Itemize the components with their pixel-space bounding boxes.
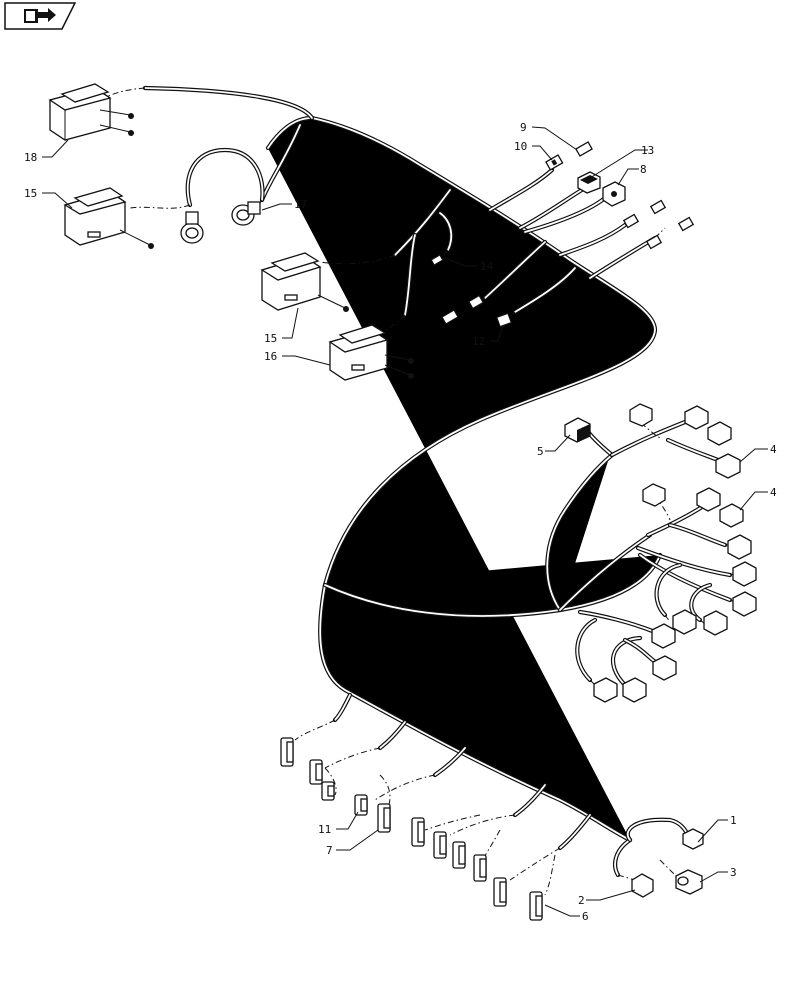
control-module-15-upper bbox=[63, 187, 154, 249]
rail-connector bbox=[452, 841, 466, 869]
callout-4-upper: 4 bbox=[770, 443, 777, 456]
connector-left-pair bbox=[441, 294, 485, 325]
box-connectors-4-upper bbox=[629, 403, 741, 479]
rail-connector bbox=[493, 877, 507, 907]
callout-14: 14 bbox=[480, 260, 494, 273]
page-return-icon bbox=[4, 2, 77, 30]
leader-lines bbox=[42, 126, 768, 917]
callout-15-lower: 15 bbox=[264, 332, 277, 345]
round-connectors-17 bbox=[180, 201, 261, 244]
control-module-16 bbox=[328, 324, 414, 381]
rail-connector bbox=[473, 854, 487, 882]
callout-2: 2 bbox=[578, 894, 585, 907]
callout-10: 10 bbox=[514, 140, 527, 153]
trunk-draw bbox=[142, 85, 733, 878]
connector-12 bbox=[495, 312, 513, 328]
rail-connector bbox=[309, 759, 323, 785]
callout-4-lower: 4 bbox=[770, 486, 777, 499]
connector-8 bbox=[602, 181, 626, 207]
callout-15-upper: 15 bbox=[24, 187, 37, 200]
rail-connector bbox=[321, 781, 335, 801]
callout-3: 3 bbox=[730, 866, 737, 879]
callout-12: 12 bbox=[472, 335, 485, 348]
callout-labels: 9 10 13 8 18 15 17 14 15 16 12 5 4 4 1 3… bbox=[24, 121, 777, 923]
callout-11: 11 bbox=[318, 823, 331, 836]
page-nav-button[interactable] bbox=[4, 2, 77, 30]
callout-13: 13 bbox=[641, 144, 654, 157]
rail-connectors bbox=[280, 737, 543, 921]
connector-13 bbox=[577, 171, 601, 194]
callout-1: 1 bbox=[730, 814, 737, 827]
callout-6: 6 bbox=[582, 910, 589, 923]
rail-connector bbox=[280, 737, 294, 767]
control-module-18 bbox=[48, 83, 134, 141]
callout-18: 18 bbox=[24, 151, 37, 164]
callout-16: 16 bbox=[264, 350, 277, 363]
callout-5: 5 bbox=[537, 445, 544, 458]
callout-9: 9 bbox=[520, 121, 527, 134]
connector-2 bbox=[631, 873, 654, 898]
connector-9 bbox=[575, 141, 593, 157]
connector-14 bbox=[430, 254, 444, 266]
connector-3 bbox=[675, 869, 703, 895]
callout-8: 8 bbox=[640, 163, 647, 176]
rail-connector bbox=[529, 891, 543, 921]
box-connectors-4-lower bbox=[593, 483, 757, 703]
connector-10 bbox=[545, 154, 564, 171]
callout-7: 7 bbox=[326, 844, 333, 857]
control-module-15-lower bbox=[260, 252, 349, 312]
rail-connector bbox=[377, 803, 391, 833]
callout-17: 17 bbox=[294, 198, 307, 211]
connector-pair-right bbox=[622, 199, 695, 250]
rail-connector bbox=[354, 794, 368, 816]
rail-connector bbox=[433, 831, 447, 859]
connector-5 bbox=[564, 417, 591, 443]
rail-connector bbox=[411, 817, 425, 847]
connector-1 bbox=[682, 828, 704, 850]
